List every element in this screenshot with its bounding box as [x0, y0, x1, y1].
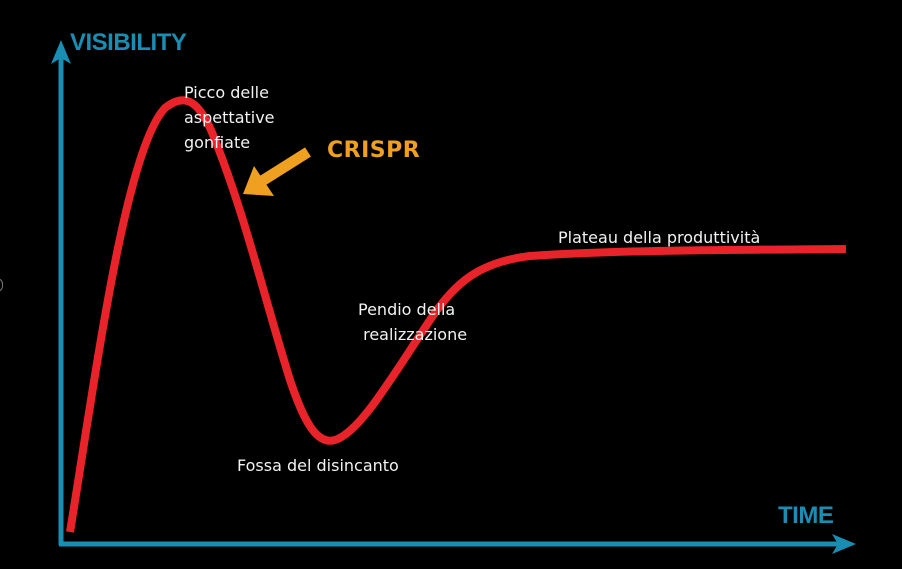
phase-label-slope: Pendio della realizzazione — [358, 300, 468, 344]
y-axis-label: VISIBILITY — [70, 29, 187, 56]
x-axis-arrow-icon — [832, 534, 856, 554]
phase-label-peak: Picco delle aspettative gonfiate — [184, 83, 275, 152]
crispr-label: CRISPR — [327, 138, 421, 163]
phase-label-plateau: Plateau della produttività — [558, 228, 761, 247]
phase-label-trough: Fossa del disincanto — [237, 456, 399, 475]
hype-curve — [66, 96, 847, 533]
crispr-arrow-icon — [243, 147, 311, 196]
x-axis-label: TIME — [778, 502, 834, 529]
y-axis-arrow-icon — [51, 40, 71, 64]
